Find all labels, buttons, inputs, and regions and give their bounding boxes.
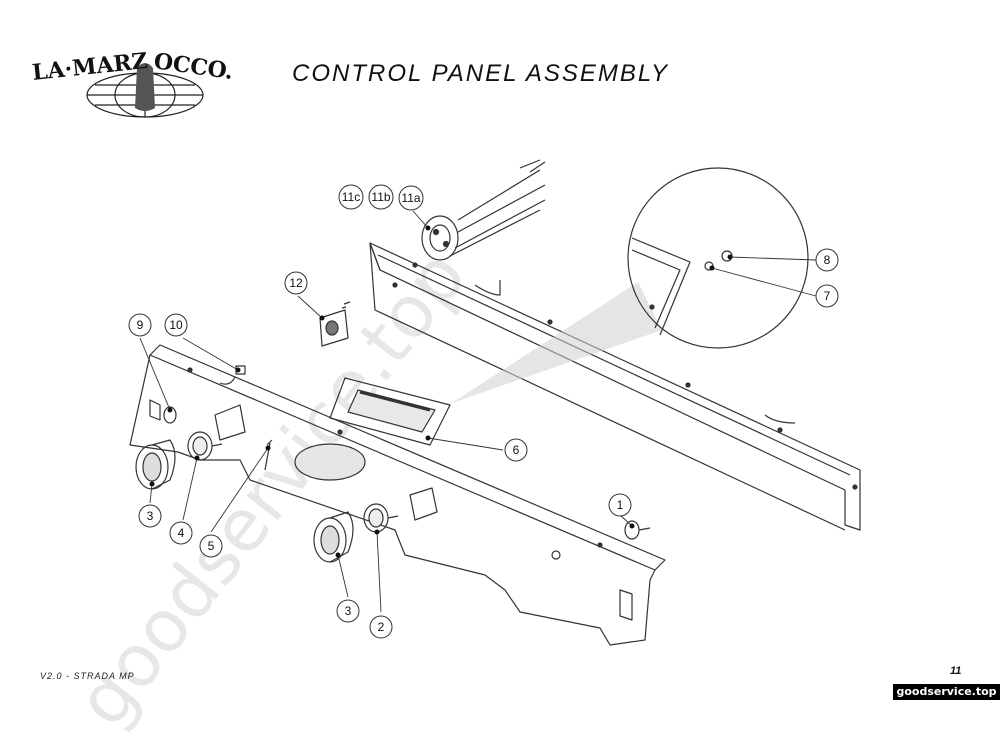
front-panel bbox=[129, 344, 666, 646]
svg-text:11a: 11a bbox=[401, 191, 420, 205]
control-panel-diagram: 1 2 3 3 4 5 6 7 bbox=[128, 159, 861, 646]
svg-text:6: 6 bbox=[513, 443, 520, 457]
svg-text:12: 12 bbox=[289, 276, 303, 290]
svg-text:3: 3 bbox=[345, 604, 352, 618]
pressure-gauge-4 bbox=[187, 431, 223, 461]
leader-lines bbox=[139, 210, 817, 613]
callout-1: 1 bbox=[608, 493, 632, 517]
la-marzocco-logo: LA·MARZ OCCO. bbox=[31, 48, 235, 118]
site-badge: goodservice.top bbox=[893, 684, 1000, 700]
gauge-cup-left bbox=[135, 439, 176, 490]
callout-7: 7 bbox=[815, 284, 839, 308]
callout-6: 6 bbox=[504, 438, 528, 462]
rotary-switch-12 bbox=[319, 301, 351, 347]
pressure-gauge-2 bbox=[363, 503, 399, 533]
detail-view bbox=[627, 167, 809, 349]
model-footer: V2.0 - STRADA MP bbox=[40, 671, 135, 681]
callout-2: 2 bbox=[369, 615, 393, 639]
rear-panel bbox=[369, 242, 861, 531]
svg-text:7: 7 bbox=[824, 289, 831, 303]
callout-3-right: 3 bbox=[336, 599, 360, 623]
screw-5 bbox=[264, 439, 273, 471]
display-housing bbox=[329, 377, 451, 446]
page-title: CONTROL PANEL ASSEMBLY bbox=[292, 60, 670, 87]
svg-text:5: 5 bbox=[208, 539, 215, 553]
detail-beam bbox=[452, 282, 662, 403]
svg-text:2: 2 bbox=[378, 620, 385, 634]
heating-element-11 bbox=[421, 159, 546, 261]
svg-text:9: 9 bbox=[137, 318, 144, 332]
connector-1 bbox=[624, 520, 651, 540]
callout-10: 10 bbox=[164, 313, 188, 337]
gauge-cup-right bbox=[313, 511, 354, 563]
callout-5: 5 bbox=[199, 534, 223, 558]
svg-text:1: 1 bbox=[617, 498, 624, 512]
callout-12: 12 bbox=[284, 271, 308, 295]
page-number: 11 bbox=[950, 665, 962, 677]
callout-4: 4 bbox=[169, 521, 193, 545]
callout-9: 9 bbox=[128, 313, 152, 337]
svg-text:10: 10 bbox=[169, 318, 183, 332]
callout-11b: 11b bbox=[368, 184, 394, 210]
callout-3-left: 3 bbox=[138, 504, 162, 528]
svg-text:11c: 11c bbox=[342, 190, 360, 204]
svg-text:11b: 11b bbox=[371, 190, 390, 204]
svg-text:3: 3 bbox=[147, 509, 154, 523]
svg-text:8: 8 bbox=[824, 253, 831, 267]
callout-8: 8 bbox=[815, 248, 839, 272]
callout-11a: 11a bbox=[398, 185, 424, 211]
callout-11c: 11c bbox=[338, 184, 364, 210]
indicator-light-9 bbox=[163, 406, 177, 424]
svg-text:4: 4 bbox=[178, 526, 185, 540]
